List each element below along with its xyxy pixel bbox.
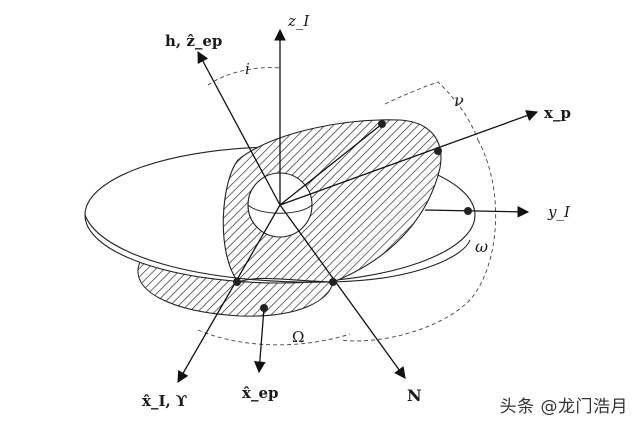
inclination-arc [207,67,281,86]
h-vector [197,50,281,206]
x-inertial-axis [177,204,281,384]
label-inclination: i [245,60,250,78]
label-z-inertial: z_I [287,12,310,30]
equinoctial-point [260,304,268,312]
label-arg-periapsis: ω [475,237,488,256]
label-raan: Ω [292,328,304,346]
central-body-equator [247,204,313,214]
node-point [329,278,337,286]
node-line [279,204,406,379]
x-axis-point [233,278,241,286]
true-anomaly-arc [384,81,479,141]
satellite-point [378,120,386,128]
reference-plane-front [84,214,471,283]
orbital-plane-lower [137,261,334,317]
position-vector [279,123,383,206]
perifocal-x-axis [279,110,539,206]
label-y-inertial: y_I [547,203,571,221]
label-true-anomaly: ν [454,91,464,110]
label-x-inertial: x̂_I, ϒ [142,392,187,410]
raan-arc [197,329,351,346]
y-axis-point [464,207,472,215]
y-inertial-axis [424,205,530,218]
label-node: N [407,386,422,405]
watermark: 头条 @龙门浩月 [499,397,628,417]
label-x-equinoctial: x̂_ep [242,384,278,402]
orbital-plane-upper [222,119,442,283]
label-angular-momentum: h, ẑ_ep [165,32,222,50]
periapsis-point [434,147,442,155]
label-x-perifocal: x_p [544,104,571,122]
x-equinoctial-axis [253,307,266,374]
arg-periapsis-arc [339,139,497,342]
